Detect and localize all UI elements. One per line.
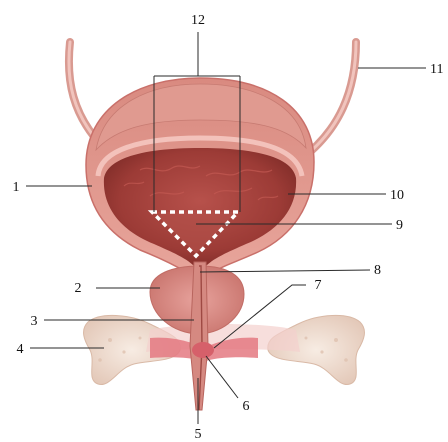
leader-6	[206, 356, 238, 398]
sphincter-knot	[192, 342, 214, 358]
label-11: 11	[430, 62, 443, 77]
label-12: 12	[191, 13, 205, 28]
label-10: 10	[390, 188, 404, 203]
label-1: 1	[13, 180, 20, 195]
label-5: 5	[195, 427, 202, 442]
label-4: 4	[17, 342, 24, 357]
urethra	[190, 262, 208, 410]
label-8: 8	[374, 263, 381, 278]
label-9: 9	[396, 218, 403, 233]
label-2: 2	[75, 281, 82, 296]
label-7: 7	[315, 278, 322, 293]
label-6: 6	[243, 399, 250, 414]
label-3: 3	[31, 314, 38, 329]
